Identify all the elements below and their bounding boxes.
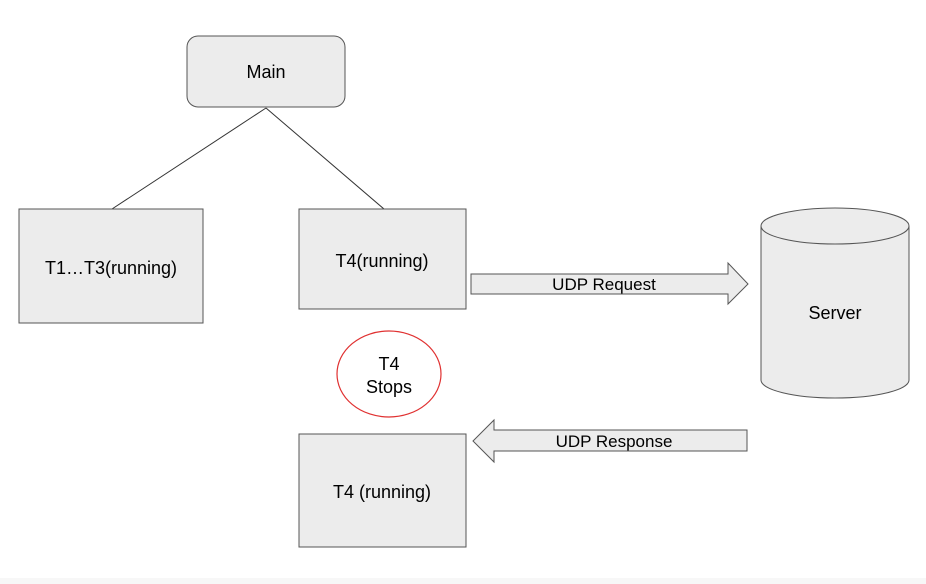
t4-stops-line2: Stops: [366, 377, 412, 397]
udp-response-label: UDP Response: [556, 432, 673, 451]
t1-t3-node: T1…T3(running): [18, 208, 204, 324]
server-cylinder: Server: [760, 207, 910, 399]
t4-resumed-label: T4 (running): [333, 482, 431, 502]
bottom-strip: [0, 578, 926, 584]
udp-request-arrow: UDP Request: [470, 261, 749, 306]
udp-request-label: UDP Request: [552, 275, 656, 294]
t4-stops-line1: T4: [378, 354, 399, 374]
t1-t3-label: T1…T3(running): [45, 258, 177, 278]
t4-running-node: T4(running): [298, 208, 467, 310]
t4-resumed-node: T4 (running): [298, 433, 467, 548]
udp-response-arrow: UDP Response: [472, 418, 748, 464]
connector-main-to-t4: [265, 107, 385, 210]
t4-running-label: T4(running): [335, 251, 428, 271]
main-label: Main: [246, 62, 285, 82]
main-node: Main: [186, 35, 346, 108]
connector-main-to-t1-t3: [111, 107, 267, 210]
server-label: Server: [808, 303, 861, 323]
t4-stops-indicator: T4 Stops: [336, 330, 442, 418]
